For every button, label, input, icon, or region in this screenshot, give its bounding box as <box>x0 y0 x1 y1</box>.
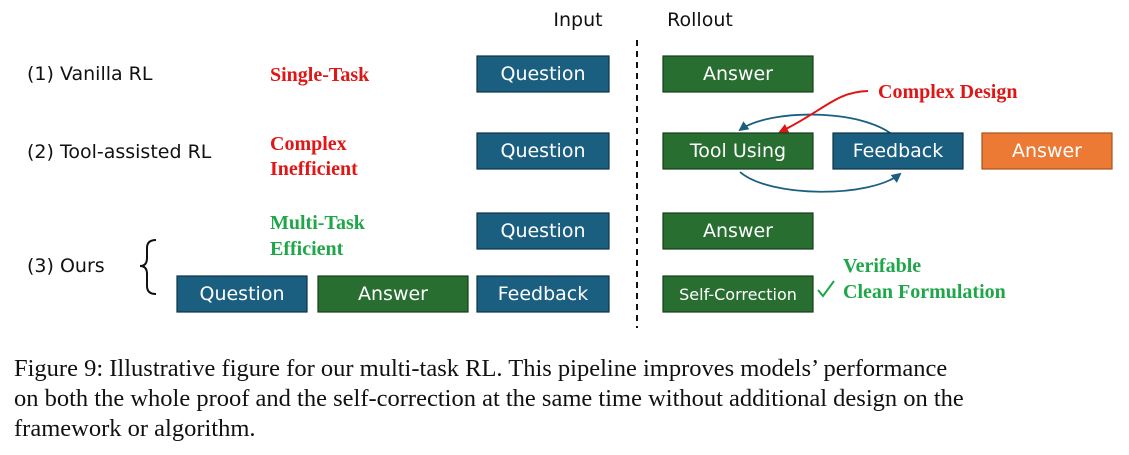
tool-using-label: Tool Using <box>689 140 786 162</box>
tag-single-task: Single-Task <box>270 64 370 86</box>
answer-label-row1: Answer <box>703 63 773 85</box>
tag-clean-formulation: Clean Formulation <box>843 281 1006 303</box>
answer-box-row3b <box>317 275 469 313</box>
self-correction-box <box>662 275 814 313</box>
tag-efficient: Efficient <box>270 238 344 260</box>
answer-label-row2: Answer <box>1012 140 1082 162</box>
feedback-box-row3b <box>476 275 610 313</box>
complex-design-arrow <box>778 90 869 133</box>
rollout-header: Rollout <box>667 9 733 31</box>
question-label-row3b: Question <box>200 283 285 305</box>
caption-line-1: Figure 9: Illustrative figure for our mu… <box>14 355 948 382</box>
feedback-box-row2 <box>832 132 964 170</box>
question-label-row3a: Question <box>501 220 586 242</box>
answer-box-row2 <box>981 132 1113 170</box>
loop-arrow-to-feedback <box>739 171 902 193</box>
tag-multi-task: Multi-Task <box>270 212 366 234</box>
tag-verifiable: Verifable <box>843 255 921 277</box>
self-correction-label: Self-Correction <box>679 285 797 304</box>
answer-box-row3a <box>662 212 814 250</box>
tag-complex: Complex <box>270 133 347 155</box>
tool-using-box <box>662 132 814 170</box>
question-label-row1: Question <box>501 63 586 85</box>
question-box-row2 <box>476 132 610 170</box>
tag-inefficient: Inefficient <box>270 158 358 180</box>
feedback-label-row2: Feedback <box>853 140 943 162</box>
input-header: Input <box>553 9 602 31</box>
verifiable-check-icon <box>817 280 835 298</box>
question-box-row1 <box>476 55 610 93</box>
row-label-vanilla: (1) Vanilla RL <box>27 63 153 85</box>
figure-caption: Figure 9: Illustrative figure for our mu… <box>14 354 1114 444</box>
feedback-label-row3b: Feedback <box>498 283 588 305</box>
row-label-ours: (3) Ours <box>27 255 105 277</box>
answer-box-row1 <box>662 55 814 93</box>
caption-line-2: on both the whole proof and the self-cor… <box>14 385 964 412</box>
loop-arrow-to-tool <box>738 113 899 141</box>
caption-line-3: framework or algorithm. <box>14 415 256 442</box>
ours-brace <box>139 239 157 295</box>
tag-complex-design: Complex Design <box>878 81 1017 103</box>
question-label-row2: Question <box>501 140 586 162</box>
question-box-row3b <box>176 275 308 313</box>
answer-label-row3b: Answer <box>358 283 428 305</box>
row-label-tool-assisted: (2) Tool-assisted RL <box>27 141 212 163</box>
answer-label-row3a: Answer <box>703 220 773 242</box>
question-box-row3a <box>476 212 610 250</box>
